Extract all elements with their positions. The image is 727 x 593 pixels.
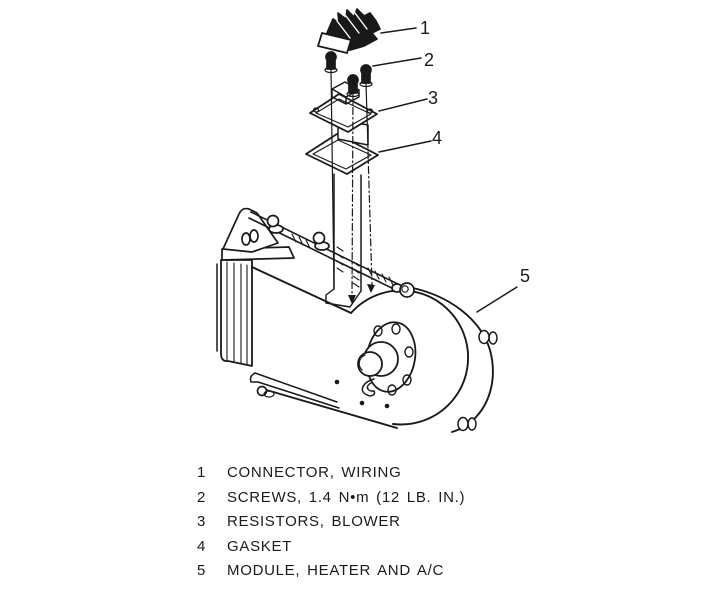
leader-line-1 [380,27,417,34]
resistor-column-drawing [325,173,362,308]
leader-line-3 [378,98,428,112]
parts-legend: 1 CONNECTOR, WIRING 2 SCREWS, 1.4 N•m (1… [197,464,465,587]
legend-row: 3 RESISTORS, BLOWER [197,513,465,531]
leader-line-5 [476,286,518,313]
legend-item-number: 2 [197,488,207,506]
legend-item-label: GASKET [227,537,293,555]
leader-line-4 [378,140,432,153]
callout-leader-lines [372,27,518,313]
callout-number-4: 4 [432,128,443,148]
gasket-drawing [305,133,379,175]
wiring-connector-drawing [317,8,381,54]
legend-item-number: 5 [197,562,207,579]
legend-item-number: 1 [197,464,207,481]
heater-ac-module-drawing [216,207,498,433]
legend-item-label: CONNECTOR, WIRING [227,464,402,481]
legend-item-label: SCREWS, 1.4 N•m (12 LB. IN.) [227,488,466,506]
callout-number-1: 1 [420,18,431,38]
legend-item-label: RESISTORS, BLOWER [227,513,401,530]
callout-number-2: 2 [424,50,435,70]
legend-item-number: 3 [197,513,207,530]
screws-drawing [324,51,375,304]
legend-row: 2 SCREWS, 1.4 N•m (12 LB. IN.) [197,489,465,507]
legend-row: 1 CONNECTOR, WIRING [197,464,465,482]
legend-row: 4 GASKET [197,538,465,556]
legend-item-number: 4 [197,537,207,555]
callout-number-3: 3 [428,88,439,108]
callout-number-5: 5 [520,266,531,286]
legend-row: 5 MODULE, HEATER AND A/C [197,562,465,580]
legend-item-label: MODULE, HEATER AND A/C [227,562,444,579]
leader-line-2 [372,57,422,67]
